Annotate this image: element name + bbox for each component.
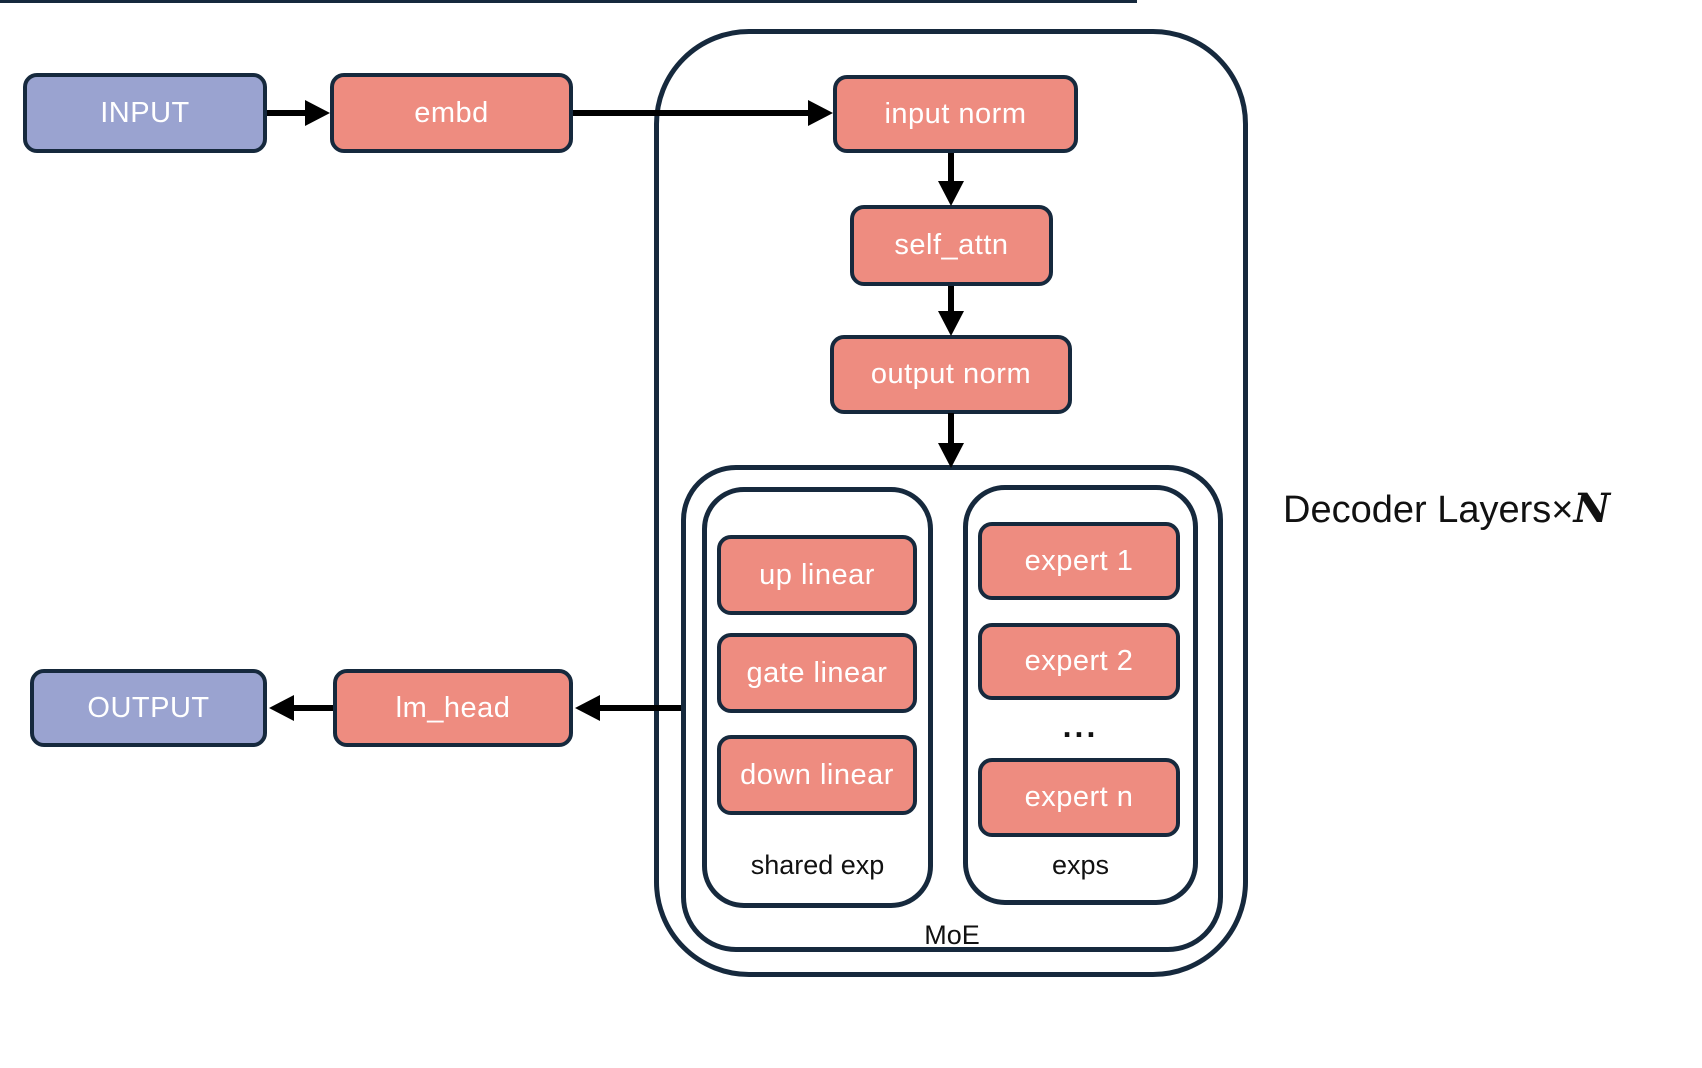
shared-exp-label: shared exp <box>750 850 885 880</box>
expert-2-node: expert 2 <box>978 623 1180 700</box>
arrow-lm-head-to-output <box>269 695 333 721</box>
gate-linear-node: gate linear <box>717 633 917 713</box>
output-node: OUTPUT <box>30 669 267 747</box>
top-border-line <box>0 0 1137 3</box>
times-symbol: × <box>1551 489 1574 531</box>
up-linear-node: up linear <box>717 535 917 615</box>
decoder-layers-container <box>654 29 1248 977</box>
down-linear-node: down linear <box>717 735 917 815</box>
output-norm-node: output norm <box>830 335 1072 414</box>
embd-node: embd <box>330 73 573 153</box>
experts-ellipsis: ... <box>1062 708 1099 744</box>
expert-n-node: expert n <box>978 758 1180 837</box>
exps-label: exps <box>1051 850 1110 880</box>
expert-1-node: expert 1 <box>978 522 1180 600</box>
decoder-layers-label: Decoder Layers×N <box>1283 485 1683 534</box>
experts-container <box>963 485 1198 905</box>
n-symbol: N <box>1573 485 1611 532</box>
moe-label: MoE <box>924 920 980 950</box>
input-node: INPUT <box>23 73 267 153</box>
arrow-input-to-embd <box>267 100 330 126</box>
decoder-layers-text: Decoder Layers <box>1283 489 1552 531</box>
self-attn-node: self_attn <box>850 205 1053 286</box>
shared-expert-container <box>702 487 933 908</box>
lm-head-node: lm_head <box>333 669 573 747</box>
input-norm-node: input norm <box>833 75 1078 153</box>
